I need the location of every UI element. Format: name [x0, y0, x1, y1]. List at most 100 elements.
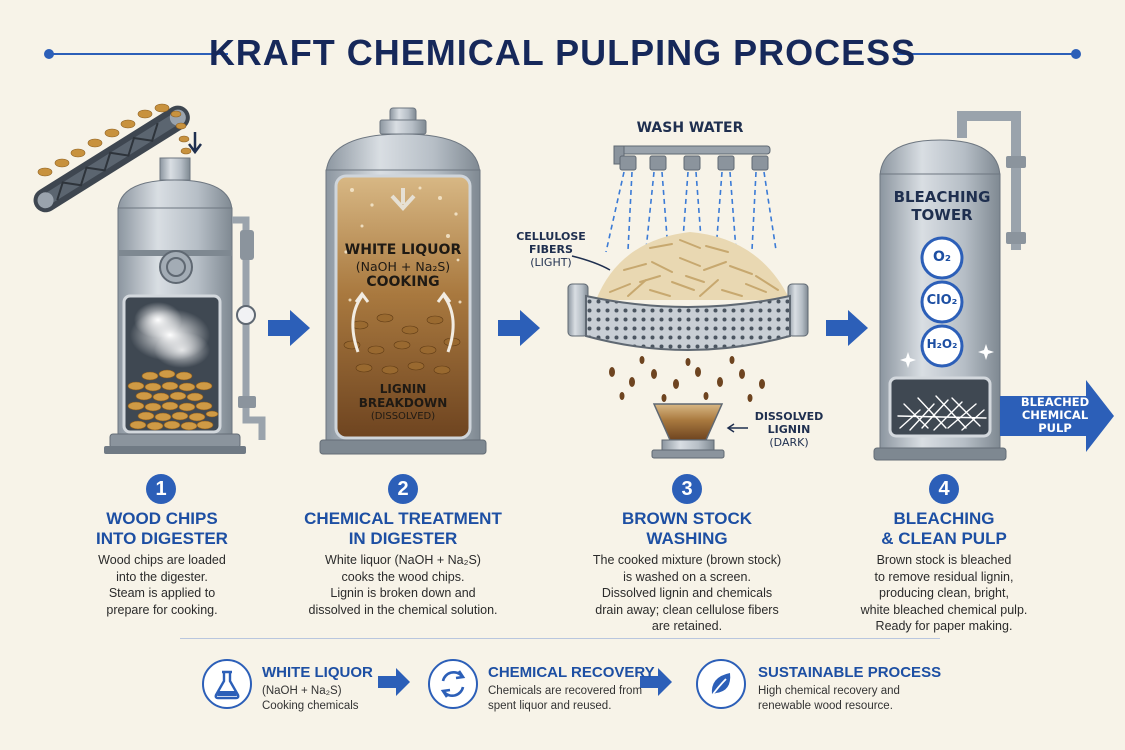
lignin-drain [609, 356, 765, 402]
cellulose-fibers-label: CELLULOSE FIBERS (LIGHT) [510, 230, 592, 270]
label-line: BLEACHING [893, 188, 991, 206]
step-desc-line: prepare for cooking. [106, 602, 218, 617]
step-description: Brown stock is bleached to remove residu… [824, 552, 1064, 635]
oxygen-badge-label: O₂ [932, 249, 952, 265]
step-number: 1 [146, 474, 176, 504]
footer-line: Chemicals are recovered from [488, 685, 643, 697]
label-line: WHITE LIQUOR [344, 242, 462, 258]
footer-title: WHITE LIQUOR [262, 664, 373, 681]
leaf-icon [696, 659, 746, 709]
step-title-line: INTO DIGESTER [96, 529, 228, 549]
title-rule-right [897, 53, 1077, 55]
fiber-pile [596, 232, 790, 300]
recycle-icon-graphic [440, 670, 466, 698]
title-dot-left [44, 49, 54, 59]
collection-funnel [651, 403, 725, 459]
flask-icon-graphic [214, 670, 240, 700]
label-line: (LIGHT) [530, 256, 572, 270]
bleaching-tower [873, 111, 1026, 461]
page-title: KRAFT CHEMICAL PULPING PROCESS [208, 32, 917, 73]
step-description: The cooked mixture (brown stock) is wash… [567, 552, 807, 635]
flask-icon [202, 659, 252, 709]
peroxide-badge-label: H₂O₂ [926, 337, 958, 351]
step-desc-line: is washed on a screen. [623, 569, 751, 584]
step-desc-line: white bleached chemical pulp. [860, 602, 1028, 617]
output-label: BLEACHED CHEMICAL PULP [1014, 395, 1096, 436]
step-desc-line: Ready for paper making. [875, 619, 1013, 633]
label-line: DISSOLVED [754, 410, 824, 423]
digester-vessel [104, 157, 266, 454]
step-desc-line: cooks the wood chips. [341, 569, 465, 584]
step-desc-line: Brown stock is bleached [876, 553, 1012, 567]
step-title-line: & CLEAN PULP [881, 529, 1007, 549]
flow-arrow-icon [826, 310, 868, 346]
label-line: BLEACHED [1020, 395, 1090, 409]
flow-arrows [268, 310, 868, 346]
feed-arrow-icon [188, 132, 202, 155]
step-desc-line: Wood chips are loaded [98, 553, 226, 567]
step-desc-line: Dissolved lignin and chemicals [601, 586, 773, 600]
title-dot-right [1071, 49, 1081, 59]
step-desc-line: are retained. [651, 619, 723, 633]
step-title-line: BROWN STOCK [621, 509, 752, 528]
step-desc-line: White liquor (NaOH + Na₂S) [325, 553, 481, 567]
footer-text: (NaOH + Na₂S) Cooking chemicals [262, 684, 359, 714]
dissolved-lignin-label: DISSOLVED LIGNIN (DARK) [746, 410, 832, 450]
label-line: FIBERS [529, 243, 573, 257]
step-title-line: WASHING [646, 529, 728, 549]
step-title: BLEACHING & CLEAN PULP [824, 509, 1064, 550]
footer-divider [180, 638, 940, 639]
label-line: LIGNIN [379, 382, 427, 396]
footer-line: Cooking chemicals [262, 699, 359, 712]
label-line: TOWER [911, 206, 973, 224]
pointer-arrow-icon [726, 423, 735, 433]
step-number: 2 [388, 474, 418, 504]
recycle-icon [428, 659, 478, 709]
footer-arrow-icon [640, 668, 672, 696]
step-title-line: BLEACHING [893, 509, 995, 528]
flow-arrow-icon [498, 310, 540, 346]
footer-arrow-icon [378, 668, 410, 696]
label-line: (DISSOLVED) [370, 410, 436, 422]
step-desc-line: into the digester. [116, 569, 208, 584]
footer-title: CHEMICAL RECOVERY [488, 664, 655, 681]
flow-arrow-icon [268, 310, 310, 346]
footer-line: (NaOH + Na₂S) [262, 685, 342, 697]
white-liquor-label: WHITE LIQUOR (NaOH + Na₂S) COOKING [332, 242, 474, 291]
bleaching-tower-label: BLEACHING TOWER [882, 188, 1002, 224]
conveyor-belt [33, 103, 192, 213]
step-desc-line: to remove residual lignin, [874, 569, 1014, 584]
label-line: LIGNIN [767, 423, 811, 437]
chemical-digester [319, 107, 487, 455]
label-line: CHEMICAL [1021, 408, 1089, 423]
step-number: 4 [929, 474, 959, 504]
chlorine-dioxide-badge-label: ClO₂ [926, 293, 958, 308]
step-title-line: WOOD CHIPS [106, 509, 218, 528]
footer-text: High chemical recovery and renewable woo… [758, 684, 900, 714]
step-description: White liquor (NaOH + Na₂S) cooks the woo… [283, 552, 523, 618]
footer-arrows [378, 668, 672, 696]
step-desc-line: Steam is applied to [108, 586, 216, 600]
label-line: (NaOH + Na₂S) [355, 258, 451, 274]
step-desc-line: dissolved in the chemical solution. [308, 602, 498, 617]
step-number: 3 [672, 474, 702, 504]
label-line: BREAKDOWN [358, 396, 448, 411]
step-desc-line: drain away; clean cellulose fibers [595, 602, 779, 617]
footer-line: High chemical recovery and [758, 685, 900, 697]
lignin-breakdown-label: LIGNIN BREAKDOWN (DISSOLVED) [332, 382, 474, 423]
footer-line: renewable wood resource. [758, 699, 893, 712]
step-desc-line: The cooked mixture (brown stock) [592, 553, 782, 567]
step-title: WOOD CHIPS INTO DIGESTER [42, 509, 282, 550]
leaf-icon-graphic [710, 673, 731, 698]
step-description: Wood chips are loaded into the digester.… [42, 552, 282, 618]
output-arrow-icon [1000, 380, 1114, 452]
wash-water-label: WASH WATER [636, 120, 744, 136]
step-title-line: IN DIGESTER [348, 529, 458, 549]
footer-line: spent liquor and reused. [488, 699, 612, 712]
step-title: CHEMICAL TREATMENT IN DIGESTER [283, 509, 523, 550]
step-title: BROWN STOCK WASHING [567, 509, 807, 550]
label-line: COOKING [366, 273, 440, 290]
step-desc-line: producing clean, bright, [879, 586, 1009, 600]
